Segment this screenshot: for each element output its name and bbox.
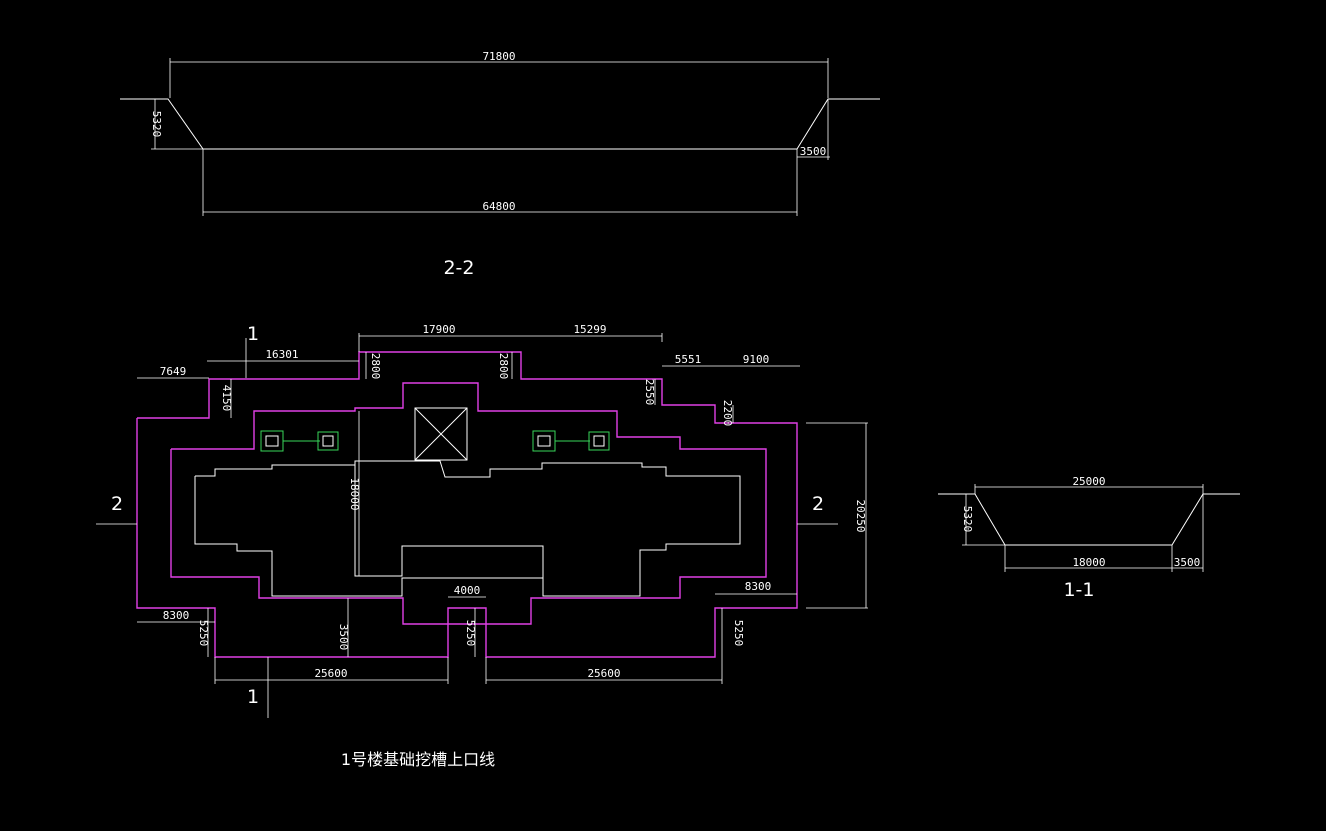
dim-2800-right: 2800: [497, 353, 510, 380]
dim-3500-11: 3500: [1174, 556, 1201, 569]
dim-7649: 7649: [160, 365, 187, 378]
plan-title: 1号楼基础挖槽上口线: [341, 750, 495, 769]
cut-mark-2-left: 2: [111, 493, 123, 515]
cut-mark-1-bottom: 1: [247, 686, 259, 708]
section-2-2-profile: [120, 98, 880, 150]
dim-8300-right: 8300: [745, 580, 772, 593]
section-2-2-label: 2-2: [443, 257, 474, 279]
dim-25600-left: 25600: [314, 667, 347, 680]
dim-5320-11: 5320: [961, 506, 974, 533]
inner-excavation-outline: [170, 382, 767, 625]
dim-2800-left: 2800: [369, 353, 382, 380]
dim-25600-right: 25600: [587, 667, 620, 680]
dim-5250-right: 5250: [732, 620, 745, 647]
dim-8300-left: 8300: [163, 609, 190, 622]
dim-4000: 4000: [454, 584, 481, 597]
section-1-1: 25000 5320 18000 3500 1-1: [938, 475, 1240, 601]
dim-3500: 3500: [337, 624, 350, 651]
dim-15299: 15299: [573, 323, 606, 336]
dim-71800: 71800: [482, 50, 515, 63]
dim-64800: 64800: [482, 200, 515, 213]
dim-9100: 9100: [743, 353, 770, 366]
dim-16301: 16301: [265, 348, 298, 361]
dim-20250: 20250: [854, 499, 867, 532]
dim-18000-11: 18000: [1072, 556, 1105, 569]
dim-18000: 18000: [348, 477, 361, 510]
dim-3500-22: 3500: [800, 145, 827, 158]
building-outline: [194, 460, 741, 597]
section-1-1-label: 1-1: [1063, 579, 1094, 601]
dim-25000: 25000: [1072, 475, 1105, 488]
dim-2550: 2550: [643, 379, 656, 406]
dim-5551: 5551: [675, 353, 702, 366]
plan-view: 17900 15299 16301 7649 5551 9100 2800 28…: [96, 323, 868, 769]
dim-4150: 4150: [220, 385, 233, 412]
equipment-left-group: [260, 430, 339, 452]
section-2-2: 71800 5320 64800 3500 2-2: [120, 50, 880, 279]
cut-mark-1-top: 1: [247, 323, 259, 345]
dim-2200: 2200: [721, 400, 734, 427]
dim-5250-left: 5250: [197, 620, 210, 647]
dim-5320: 5320: [150, 111, 163, 138]
excavation-outline: [136, 351, 798, 658]
equipment-right-group: [532, 430, 610, 452]
dim-5250-mid: 5250: [464, 620, 477, 647]
elevator-shaft: [414, 407, 468, 461]
section-1-1-profile: [938, 493, 1240, 546]
cut-mark-2-right: 2: [812, 493, 824, 515]
dim-17900: 17900: [422, 323, 455, 336]
